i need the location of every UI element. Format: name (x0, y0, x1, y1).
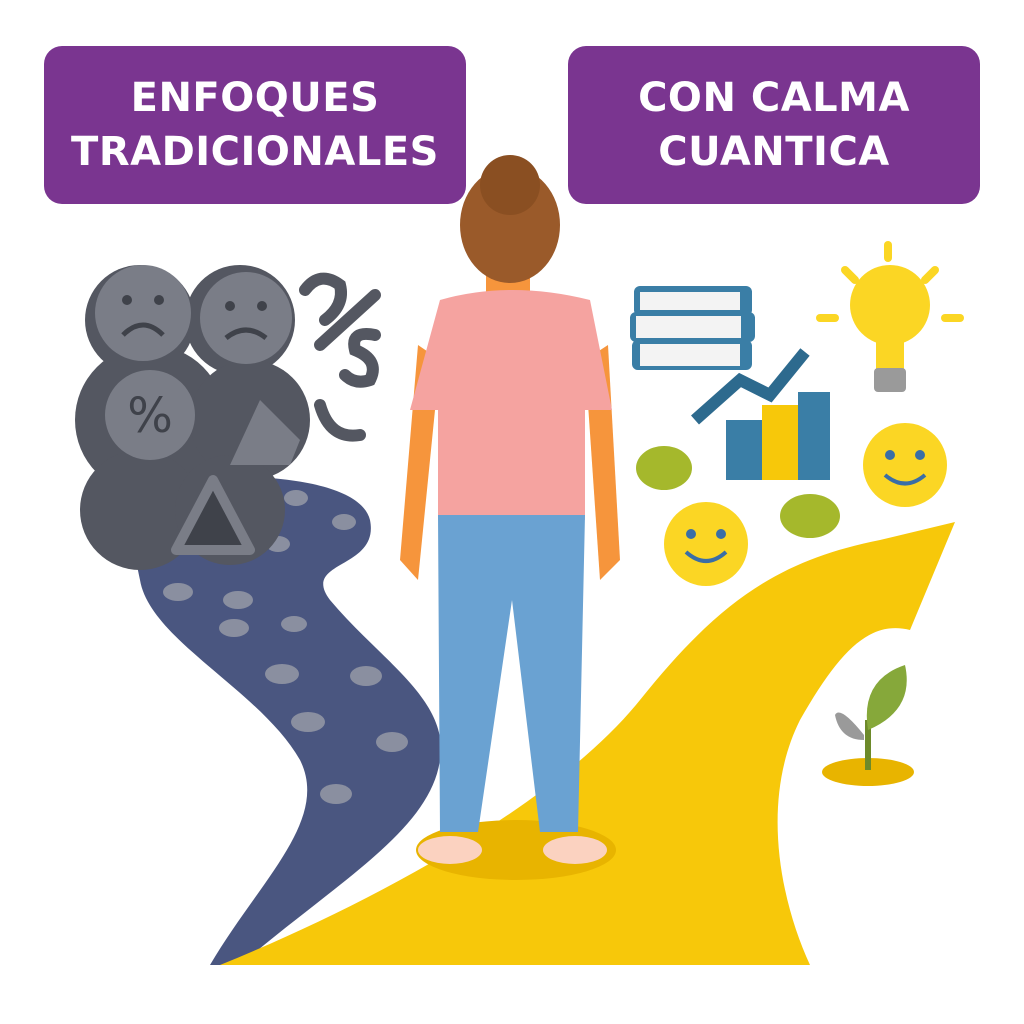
path-stones (163, 490, 408, 804)
person-from-behind (400, 155, 620, 880)
warning-triangle-icon (171, 475, 255, 555)
quantum-calm-label: CON CALMA CUANTICA (568, 46, 980, 204)
sad-face-icon (200, 272, 292, 364)
bright-winding-path (220, 522, 955, 965)
green-pebble-icon (780, 494, 840, 538)
smiley-face-icon (664, 502, 748, 586)
green-pebble-icon (636, 446, 692, 490)
question-symbol-icon (299, 272, 381, 442)
books-icon (630, 286, 755, 370)
label-line: CON CALMA (638, 75, 910, 121)
sprout-icon (822, 665, 914, 786)
traditional-approaches-label: ENFOQUES TRADICIONALES (44, 46, 466, 204)
warning-triangle-icon (230, 400, 300, 465)
lightbulb-icon (816, 241, 964, 392)
percent-icon: % (105, 370, 195, 460)
svg-text:%: % (127, 388, 173, 444)
smiley-face-icon (863, 423, 947, 507)
label-line: TRADICIONALES (71, 129, 439, 175)
label-line: CUANTICA (658, 129, 890, 175)
growth-chart-icon (691, 348, 830, 480)
dark-winding-path (130, 476, 441, 965)
label-line: ENFOQUES (130, 75, 380, 121)
sad-face-icon (95, 265, 191, 361)
